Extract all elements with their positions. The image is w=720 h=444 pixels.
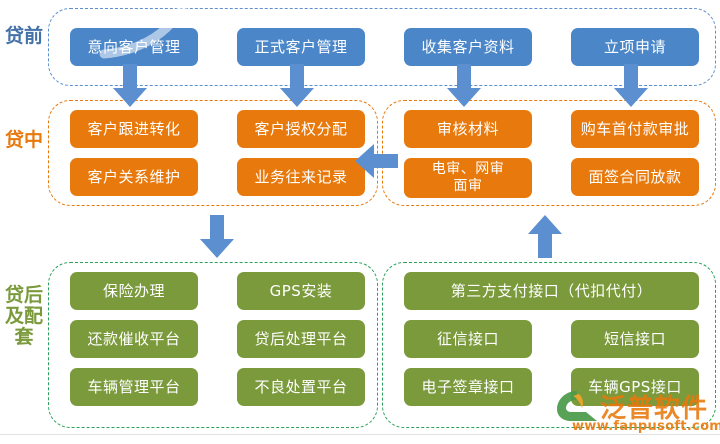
arrow-down-icon-4 xyxy=(613,64,649,108)
node-repayment-collection-platform[interactable]: 还款催收平台 xyxy=(70,320,198,358)
node-vehicle-gps-interface[interactable]: 车辆GPS接口 xyxy=(571,368,699,406)
group-in-loan-left xyxy=(48,100,378,206)
node-gps-installation[interactable]: GPS安装 xyxy=(237,272,365,310)
node-customer-relationship-maintenance[interactable]: 客户关系维护 xyxy=(70,158,198,196)
group-in-loan-right xyxy=(382,100,716,206)
node-business-transaction-record[interactable]: 业务往来记录 xyxy=(237,158,365,196)
node-project-application[interactable]: 立项申请 xyxy=(571,28,699,66)
arrow-down-icon-5 xyxy=(199,215,235,259)
node-nonperforming-disposal-platform[interactable]: 不良处置平台 xyxy=(237,368,365,406)
arrow-left-icon xyxy=(355,143,399,179)
arrow-down-icon-2 xyxy=(279,64,315,108)
node-formal-customer-management[interactable]: 正式客户管理 xyxy=(237,28,365,66)
group-pre-loan xyxy=(48,8,716,86)
node-customer-followup-conversion[interactable]: 客户跟进转化 xyxy=(70,110,198,148)
bottom-divider xyxy=(0,434,720,435)
node-phone-online-inperson-review[interactable]: 电审、网审 面审 xyxy=(404,158,532,198)
arrow-down-icon-3 xyxy=(446,64,482,108)
node-electronic-signature-interface[interactable]: 电子签章接口 xyxy=(404,368,532,406)
arrow-up-icon xyxy=(527,215,563,259)
node-review-materials[interactable]: 审核材料 xyxy=(404,110,532,148)
node-customer-authorization-allocation[interactable]: 客户授权分配 xyxy=(237,110,365,148)
node-credit-reference-interface[interactable]: 征信接口 xyxy=(404,320,532,358)
node-collect-customer-documents[interactable]: 收集客户资料 xyxy=(404,28,532,66)
arrow-down-icon-1 xyxy=(112,64,148,108)
node-sms-interface[interactable]: 短信接口 xyxy=(571,320,699,358)
node-post-loan-processing-platform[interactable]: 贷后处理平台 xyxy=(237,320,365,358)
node-third-party-payment-interface[interactable]: 第三方支付接口（代扣代付） xyxy=(404,272,699,310)
node-insurance-handling[interactable]: 保险办理 xyxy=(70,272,198,310)
stage-label-pre-loan: 贷前 xyxy=(4,25,43,47)
stage-label-post-loan: 贷后及配套 xyxy=(4,284,43,348)
group-post-loan-right xyxy=(382,262,716,428)
node-contract-signing-disbursement[interactable]: 面签合同放款 xyxy=(571,158,699,196)
node-intent-customer-management[interactable]: 意向客户管理 xyxy=(70,28,198,66)
node-car-downpayment-approval[interactable]: 购车首付款审批 xyxy=(571,110,699,148)
stage-label-in-loan: 贷中 xyxy=(4,129,43,151)
node-vehicle-management-platform[interactable]: 车辆管理平台 xyxy=(70,368,198,406)
group-post-loan-left xyxy=(48,262,378,428)
